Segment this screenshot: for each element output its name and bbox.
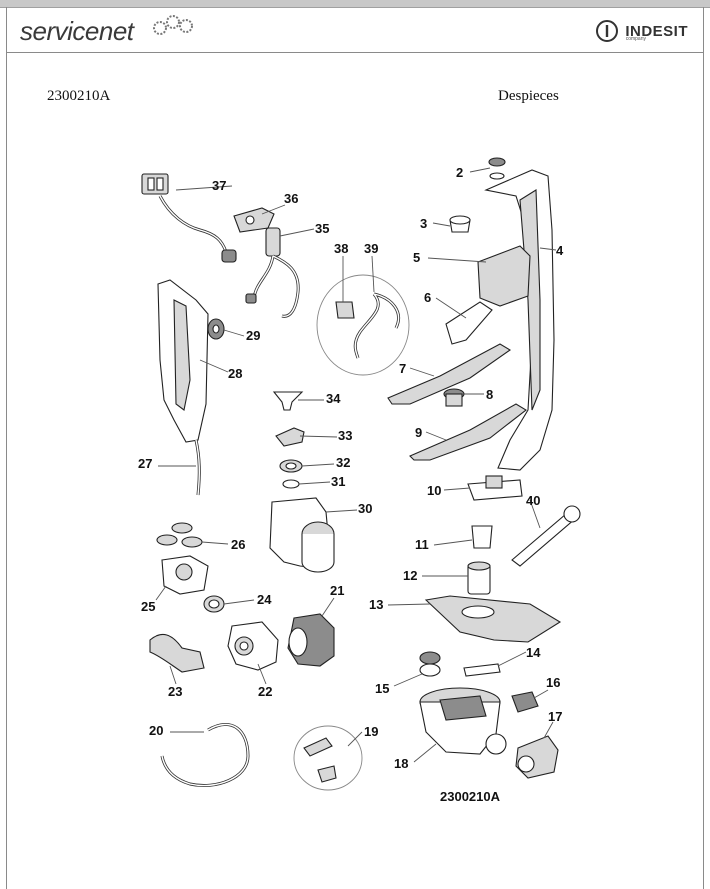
part-30-salt-container <box>269 497 335 573</box>
callout-22: 22 <box>258 684 272 699</box>
callout-3: 3 <box>420 216 427 231</box>
part-36-clip <box>233 207 275 233</box>
part-14-clip <box>463 663 501 677</box>
document-code: 2300210A <box>47 88 111 104</box>
part-20-drain-hose <box>160 723 250 788</box>
callout-14: 14 <box>526 645 541 660</box>
callout-37: 37 <box>212 178 226 193</box>
part-8-arm-nut <box>443 388 465 407</box>
servicenet-logo-text: servicenet <box>20 16 134 46</box>
indesit-power-icon <box>596 20 619 42</box>
callout-23: 23 <box>168 684 182 699</box>
callout-11: 11 <box>415 537 429 552</box>
callout-12: 12 <box>403 568 417 583</box>
callout-10: 10 <box>427 483 441 498</box>
part-18-sump <box>419 687 507 755</box>
indesit-logo-text: INDESIT <box>625 22 688 40</box>
servicenet-logo: servicenet <box>20 15 193 47</box>
part-11-coupling <box>471 525 493 549</box>
part-33-cap <box>275 427 305 447</box>
part-34-funnel <box>272 391 304 411</box>
part-22-heater <box>227 621 279 671</box>
callout-29: 29 <box>246 328 260 343</box>
part-27-cable <box>194 439 201 496</box>
callout-13: 13 <box>369 597 383 612</box>
callout-38: 38 <box>334 241 348 256</box>
document-title: Despieces <box>498 88 559 104</box>
callout-40: 40 <box>526 493 540 508</box>
part-32-ring <box>279 459 303 473</box>
callout-16: 16 <box>546 675 560 690</box>
indesit-logo-subtext: company <box>625 36 646 42</box>
part-3-cap <box>449 215 471 233</box>
page-border-left <box>6 7 7 889</box>
callout-8: 8 <box>486 387 493 402</box>
indesit-logo: INDESIT <box>595 16 688 46</box>
callout-20: 20 <box>149 723 163 738</box>
part-40-wrench <box>511 505 581 567</box>
callout-26: 26 <box>231 537 245 552</box>
part-4-water-duct <box>484 169 555 471</box>
gear-cluster-icon <box>153 15 193 35</box>
callout-36: 36 <box>284 191 298 206</box>
part-17-drain-pump <box>515 735 559 779</box>
part-38-39-detail-circle <box>316 274 410 376</box>
callout-21: 21 <box>330 583 344 598</box>
part-28-side-panel <box>157 279 209 443</box>
callout-39: 39 <box>364 241 378 256</box>
part-35-hose <box>245 227 300 318</box>
callout-leader-lines <box>155 167 557 763</box>
callout-6: 6 <box>424 290 431 305</box>
callout-2: 2 <box>456 165 463 180</box>
callout-25: 25 <box>141 599 155 614</box>
part-19-detail-circle <box>293 725 363 791</box>
callout-31: 31 <box>331 474 345 489</box>
part-21-pump <box>287 613 335 667</box>
callout-5: 5 <box>413 250 420 265</box>
page-border-right <box>703 7 704 889</box>
header-divider <box>7 52 703 53</box>
callout-30: 30 <box>358 501 372 516</box>
callout-numbers: 37 36 35 38 39 29 28 27 34 33 32 31 30 2… <box>138 165 564 804</box>
part-12-filter-cylinder <box>467 561 491 595</box>
part-10-arm-bearing <box>467 475 523 501</box>
part-13-filter-plate <box>424 595 562 643</box>
window-top-bar <box>0 0 710 8</box>
part-23-elbow-hose <box>149 633 205 673</box>
callout-7: 7 <box>399 361 406 376</box>
callout-4: 4 <box>556 243 564 258</box>
callout-17: 17 <box>548 709 562 724</box>
part-5-manifold <box>477 245 531 307</box>
callout-15: 15 <box>375 681 389 696</box>
part-16-nut <box>511 691 539 713</box>
callout-19: 19 <box>364 724 378 739</box>
part-25-valve <box>161 555 209 595</box>
callout-27: 27 <box>138 456 152 471</box>
callout-32: 32 <box>336 455 350 470</box>
part-2-nut <box>488 157 506 180</box>
callout-18: 18 <box>394 756 408 771</box>
part-7-upper-spray-arm <box>387 343 512 405</box>
part-37-power-cable <box>141 173 237 263</box>
drawing-number: 2300210A <box>440 789 501 804</box>
part-31-seal <box>282 479 300 489</box>
part-6-arm-support <box>445 301 493 345</box>
part-29-nut <box>207 318 225 340</box>
callout-33: 33 <box>338 428 352 443</box>
callout-24: 24 <box>257 592 272 607</box>
callout-28: 28 <box>228 366 242 381</box>
callout-35: 35 <box>315 221 329 236</box>
part-9-lower-spray-arm <box>409 403 527 461</box>
part-26-seals <box>156 522 203 548</box>
part-24-connector <box>203 595 225 613</box>
callout-34: 34 <box>326 391 341 406</box>
callout-9: 9 <box>415 425 422 440</box>
part-15-seal <box>419 651 441 677</box>
